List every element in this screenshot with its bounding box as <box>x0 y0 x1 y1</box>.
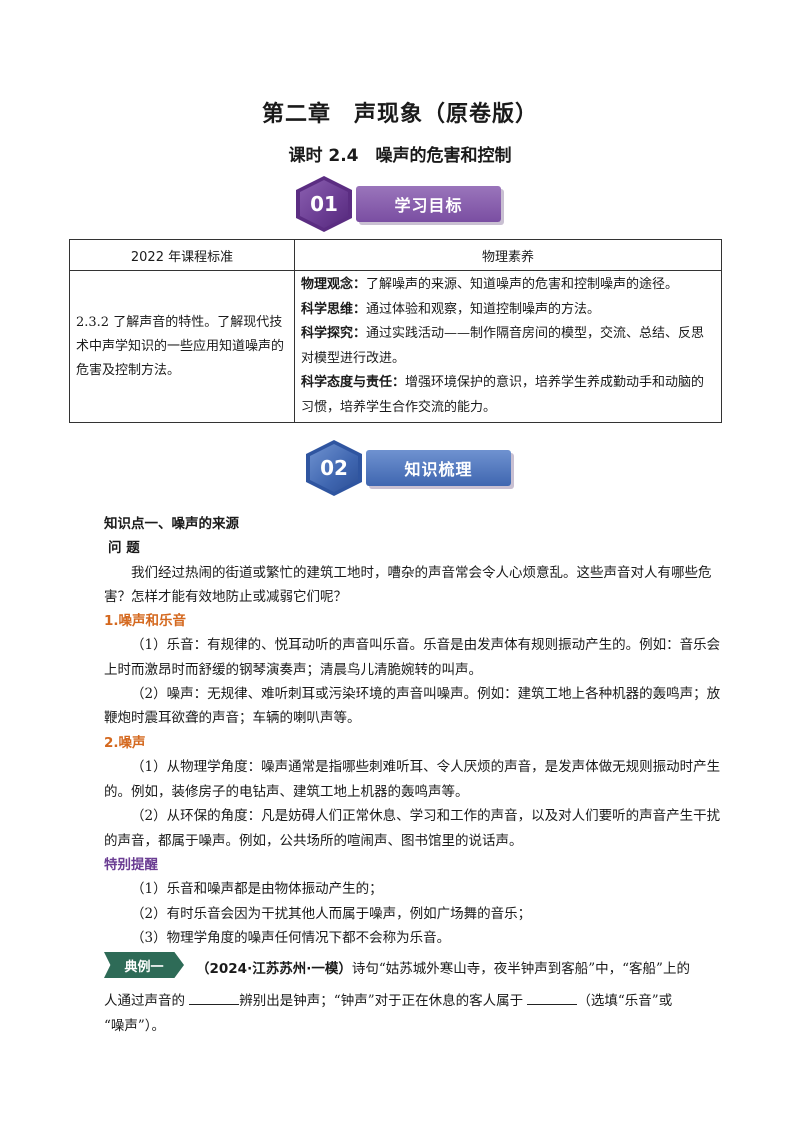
table-row: 2.3.2 了解声音的特性。了解现代技术中声学知识的一些应用知道噪声的危害及控制… <box>69 270 722 423</box>
example-line-3: “噪声”）。 <box>104 1018 166 1034</box>
literacy-item: 科学态度与责任：增强环境保护的意识，培养学生养成勤动手和动脑的习惯，培养学生合作… <box>301 375 705 415</box>
answer-blank[interactable] <box>189 992 240 1005</box>
table-header-standard: 2022 年课程标准 <box>69 239 295 271</box>
paragraph-music: （1）乐音：有规律的、悦耳动听的声音叫乐音。乐音是由发声体有规则振动产生的。例如… <box>131 637 721 653</box>
paragraph-environment: （2）从环保的角度：凡是妨碍人们正常休息、学习和工作的声音，以及对人们要听的声音… <box>131 808 721 824</box>
answer-blank[interactable] <box>527 992 578 1005</box>
question-text: 我们经过热闹的街道或繁忙的建筑工地时，嘈杂的声音常会令人心烦意乱。这些声音对人有… <box>131 565 712 581</box>
tip-item: （1）乐音和噪声都是由物体振动产生的； <box>131 881 383 897</box>
section-heading-noise: 2.噪声 <box>104 735 146 751</box>
section-number: 01 <box>300 180 348 228</box>
literacy-cell: 物理观念：了解噪声的来源、知道噪声的危害和控制噪声的途径。 科学思维：通过体验和… <box>294 270 722 423</box>
literacy-item: 科学探究：通过实践活动——制作隔音房间的模型，交流、总结、反思对模型进行改进。 <box>301 326 705 366</box>
tip-item: （2）有时乐音会因为干扰其他人而属于噪声，例如广场舞的音乐； <box>131 906 532 922</box>
question-text: 害？怎样才能有效地防止或减弱它们呢？ <box>104 589 347 605</box>
example-line-1: （2024·江苏苏州·一模）诗句“姑苏城外寒山寺，夜半钟声到客船”中，“客船”上… <box>196 957 690 977</box>
section-number: 02 <box>310 444 358 492</box>
section-badge-learning-goals: 01 学习目标 <box>296 176 511 236</box>
table-header-row: 2022 年课程标准 物理素养 <box>69 239 722 271</box>
tip-heading: 特别提醒 <box>104 857 158 873</box>
standard-cell: 2.3.2 了解声音的特性。了解现代技术中声学知识的一些应用知道噪声的危害及控制… <box>69 270 295 423</box>
table-header-literacy: 物理素养 <box>294 239 722 271</box>
paragraph-music: 上时而激昂时而舒缓的钢琴演奏声；清晨鸟儿清脆婉转的叫声。 <box>104 662 482 678</box>
section-heading-noise-music: 1.噪声和乐音 <box>104 613 187 629</box>
tip-item: （3）物理学角度的噪声任何情况下都不会称为乐音。 <box>131 930 451 946</box>
example-text: 诗句“姑苏城外寒山寺，夜半钟声到客船”中，“客船”上的 <box>351 961 690 977</box>
knowledge-point-title: 知识点一、噪声的来源 <box>104 516 239 532</box>
example-source: （2024·江苏苏州·一模） <box>196 961 352 977</box>
section-label: 知识梳理 <box>366 450 511 486</box>
page-subtitle: 课时 2.4 噪声的危害和控制 <box>288 146 512 166</box>
literacy-item: 科学思维：通过体验和观察，知道控制噪声的方法。 <box>301 301 601 317</box>
paragraph-noise: （2）噪声：无规律、难听刺耳或污染环境的声音叫噪声。例如：建筑工地上各种机器的轰… <box>131 686 721 702</box>
section-label: 学习目标 <box>356 186 501 222</box>
paragraph-physics: （1）从物理学角度：噪声通常是指哪些刺难听耳、令人厌烦的声音，是发声体做无规则振… <box>131 759 721 775</box>
question-label: 问 题 <box>108 540 140 556</box>
example-line-2: 人通过声音的 辨别出是钟声；“钟声”对于正在休息的客人属于 （选填“乐音”或 <box>104 992 673 1009</box>
page-title: 第二章 声现象（原卷版） <box>261 102 538 127</box>
paragraph-environment: 的声音，都属于噪声。例如，公共场所的喧闹声、图书馆里的说话声。 <box>104 833 523 849</box>
paragraph-physics: 的。例如，装修房子的电钻声、建筑工地上机器的轰鸣声等。 <box>104 784 469 800</box>
section-badge-knowledge: 02 知识梳理 <box>306 440 521 500</box>
paragraph-noise: 鞭炮时震耳欲聋的声音；车辆的喇叭声等。 <box>104 710 361 726</box>
curriculum-table: 2022 年课程标准 物理素养 2.3.2 了解声音的特性。了解现代技术中声学知… <box>69 239 722 423</box>
literacy-item: 物理观念：了解噪声的来源、知道噪声的危害和控制噪声的途径。 <box>301 277 679 292</box>
example-tag: 典例一 <box>104 952 184 978</box>
